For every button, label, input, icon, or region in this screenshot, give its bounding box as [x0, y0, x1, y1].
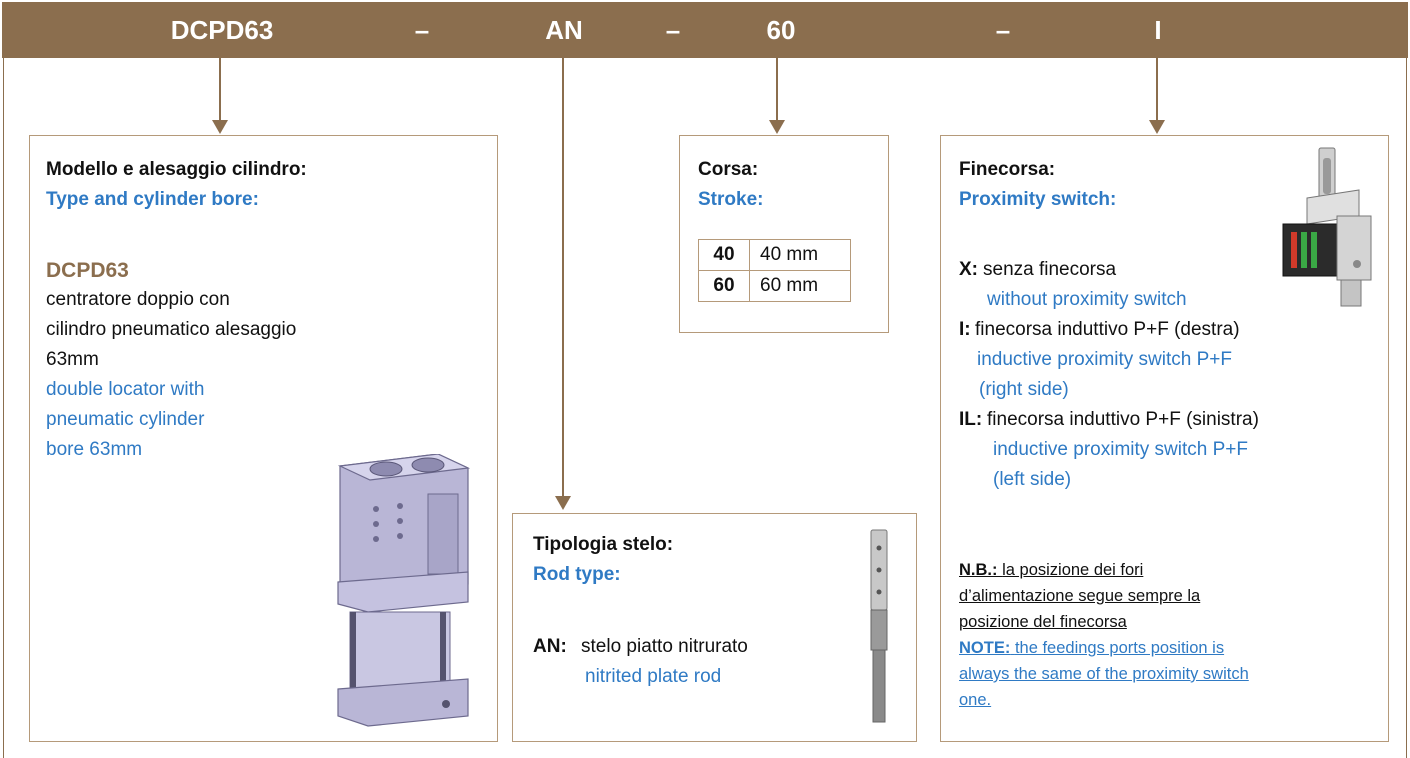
stroke-table: 40 40 mm 60 60 mm [698, 239, 851, 302]
double-locator-image [337, 454, 471, 727]
switch-x-it: senza finecorsa [983, 259, 1117, 280]
header-code-switch: I [1154, 15, 1162, 45]
model-title-en: Type and cylinder bore: [46, 189, 259, 210]
switch-title-it: Finecorsa: [959, 159, 1056, 180]
connector-line-model [219, 58, 221, 120]
model-desc-en-line: bore 63mm [46, 439, 143, 460]
arrow-down-icon [1149, 120, 1165, 134]
stroke-value-cell: 60 mm [749, 270, 851, 302]
switch-note-line: NOTE: the feedings ports position is [959, 635, 1224, 661]
table-row: 40 40 mm [698, 239, 851, 271]
rod-desc-it: stelo piatto nitrurato [581, 636, 748, 657]
switch-note-text: one. [959, 691, 992, 709]
stroke-title-en: Stroke: [698, 189, 764, 210]
header-separator: – [665, 15, 681, 45]
model-desc-it-line: centratore doppio con [46, 289, 230, 310]
switch-note-label: NOTE: [959, 639, 1011, 657]
stroke-code-cell: 40 [698, 239, 750, 271]
arrow-down-icon [769, 120, 785, 134]
model-code: DCPD63 [46, 259, 129, 282]
arrow-down-icon [555, 496, 571, 510]
frame-right-border [1406, 58, 1407, 758]
model-box: Modello e alesaggio cilindro: Type and c… [29, 135, 498, 742]
switch-note-text: always the same of the proximity switch [959, 665, 1249, 683]
stroke-title-it: Corsa: [698, 159, 759, 180]
rod-box: Tipologia stelo: Rod type: AN: stelo pia… [512, 513, 917, 742]
rod-image [870, 529, 888, 723]
rod-desc-en: nitrited plate rod [585, 666, 722, 687]
stroke-box: Corsa: Stroke: 40 40 mm 60 60 mm [679, 135, 889, 333]
switch-nb-text: d’alimentazione segue sempre la [959, 587, 1201, 605]
model-desc-it-line: cilindro pneumatico alesaggio [46, 319, 297, 340]
header-code-model: DCPD63 [170, 15, 274, 45]
proximity-switch-image [1282, 147, 1372, 307]
switch-il-en-1: inductive proximity switch P+F [993, 439, 1248, 460]
connector-line-rod [562, 58, 564, 496]
code-header-bar: DCPD63 – AN – 60 – I [2, 2, 1408, 58]
rod-title-it: Tipologia stelo: [533, 534, 674, 555]
stroke-value-cell: 40 mm [749, 239, 851, 271]
connector-line-switch [1156, 58, 1158, 120]
switch-il-it: finecorsa induttivo P+F (sinistra) [987, 409, 1259, 430]
switch-i-code: I: [959, 319, 971, 340]
connector-line-stroke [776, 58, 778, 120]
switch-x-en: without proximity switch [987, 289, 1187, 310]
header-code-rod: AN [545, 15, 583, 45]
model-desc-en-line: pneumatic cylinder [46, 409, 205, 430]
arrow-down-icon [212, 120, 228, 134]
switch-box: Finecorsa: Proximity switch: X: senza fi… [940, 135, 1389, 742]
header-separator: – [995, 15, 1011, 45]
switch-i-en-1: inductive proximity switch P+F [977, 349, 1232, 370]
switch-nb-label: N.B.: [959, 561, 998, 579]
switch-il-en-2: (left side) [993, 469, 1072, 490]
header-separator: – [414, 15, 430, 45]
stroke-code-cell: 60 [698, 270, 750, 302]
switch-note-text: the feedings ports position is [1014, 639, 1225, 657]
rod-code: AN: [533, 636, 567, 657]
switch-nb-text: la posizione dei fori [1002, 561, 1144, 579]
model-desc-it-line: 63mm [46, 349, 99, 370]
switch-i-it: finecorsa induttivo P+F (destra) [975, 319, 1240, 340]
table-row: 60 60 mm [698, 270, 851, 302]
switch-nb-text: posizione del finecorsa [959, 613, 1127, 631]
switch-il-code: IL: [959, 409, 983, 430]
header-code-stroke: 60 [766, 15, 796, 45]
rod-title-en: Rod type: [533, 564, 621, 585]
switch-nb-line: N.B.: la posizione dei fori [959, 557, 1143, 583]
model-title-it: Modello e alesaggio cilindro: [46, 159, 307, 180]
switch-title-en: Proximity switch: [959, 189, 1117, 210]
switch-x-code: X: [959, 259, 978, 280]
model-desc-en-line: double locator with [46, 379, 205, 400]
frame-left-border [3, 58, 4, 758]
switch-i-en-2: (right side) [979, 379, 1069, 400]
